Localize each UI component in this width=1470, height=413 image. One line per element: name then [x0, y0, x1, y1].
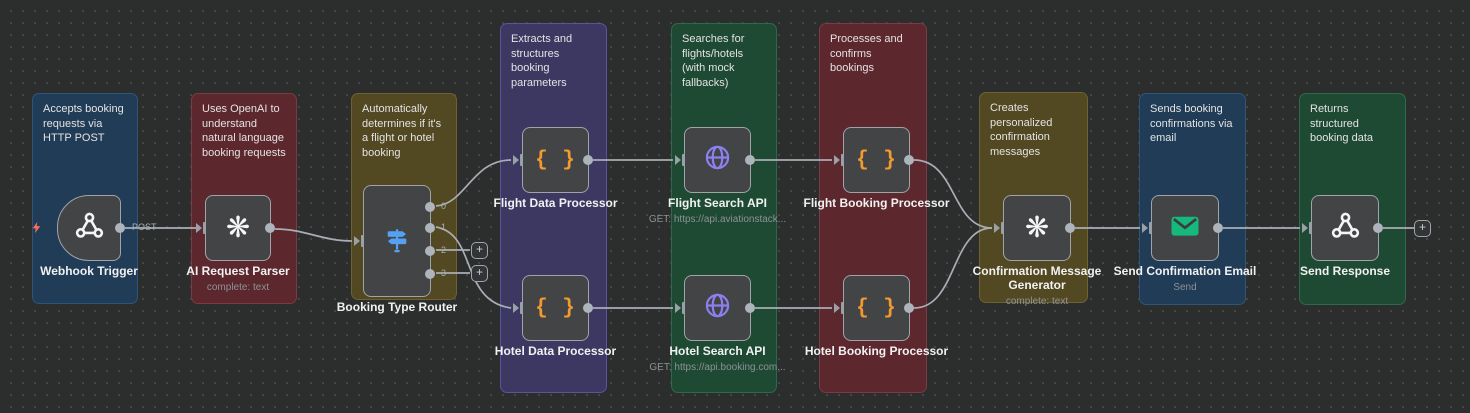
node-confirmation-message-generator[interactable]: ❋ Confirmation Message Generator complet…	[973, 195, 1101, 307]
node-flight-search-api[interactable]: Flight Search API GET: https://api.aviat…	[649, 127, 786, 225]
sticky-text: Extracts and structures booking paramete…	[511, 33, 573, 89]
output-connector[interactable]	[745, 303, 755, 313]
input-connector[interactable]	[513, 154, 523, 166]
output-connector-2[interactable]	[425, 246, 435, 256]
output-connector[interactable]	[904, 155, 914, 165]
webhook-respond-icon	[1329, 209, 1362, 247]
input-connector[interactable]	[1142, 222, 1152, 234]
node-hotel-booking-processor[interactable]: { } Hotel Booking Processor	[805, 275, 948, 358]
code-braces-icon: { }	[535, 148, 576, 172]
wire-flight-booking-to-confirmation	[913, 159, 993, 229]
add-node-button[interactable]: +	[471, 265, 488, 282]
output-connector[interactable]	[745, 155, 755, 165]
wire-parser-to-router	[274, 228, 353, 242]
code-braces-icon: { }	[856, 296, 897, 320]
input-connector[interactable]	[196, 222, 206, 234]
sticky-text: Sends booking confirmations via email	[1150, 103, 1233, 145]
node-flight-booking-processor[interactable]: { } Flight Booking Processor	[803, 127, 950, 210]
node-booking-type-router[interactable]: 0 1 2 3 Booking Type Router	[337, 185, 457, 314]
input-connector[interactable]	[354, 235, 364, 247]
sticky-text: Searches for flights/hotels (with mock f…	[682, 33, 745, 89]
output-port-label-0: 0	[441, 201, 447, 211]
output-connector[interactable]	[115, 223, 125, 233]
input-connector[interactable]	[1302, 222, 1312, 234]
input-connector[interactable]	[994, 222, 1004, 234]
code-braces-icon: { }	[856, 148, 897, 172]
wire-router1-to-hotel-data	[435, 226, 512, 309]
output-port-label-2: 2	[441, 245, 447, 255]
node-hotel-search-api[interactable]: Hotel Search API GET: https://api.bookin…	[649, 275, 786, 373]
output-connector[interactable]	[1213, 223, 1223, 233]
switch-icon	[381, 223, 413, 260]
sticky-text: Uses OpenAI to understand natural langua…	[202, 103, 286, 159]
input-connector[interactable]	[675, 154, 685, 166]
sticky-note-webhook[interactable]: Accepts booking requests via HTTP POST	[32, 93, 138, 304]
wire-hotel-booking-to-confirmation	[913, 227, 993, 309]
output-connector[interactable]	[904, 303, 914, 313]
output-port-label: POST	[132, 222, 157, 232]
wire-router0-to-flight-data	[435, 159, 512, 207]
openai-icon: ❋	[1024, 211, 1050, 244]
node-flight-data-processor[interactable]: { } Flight Data Processor	[493, 127, 618, 210]
globe-icon	[702, 142, 733, 178]
input-connector[interactable]	[513, 302, 523, 314]
output-connector-0[interactable]	[425, 202, 435, 212]
node-webhook-trigger[interactable]: Webhook Trigger	[40, 195, 138, 278]
add-node-button[interactable]: +	[471, 242, 488, 259]
sticky-text: Processes and confirms bookings	[830, 33, 903, 75]
output-connector[interactable]	[1065, 223, 1075, 233]
output-port-label-3: 3	[441, 268, 447, 278]
email-icon	[1167, 208, 1203, 249]
output-connector-1[interactable]	[425, 223, 435, 233]
sticky-text: Returns structured booking data	[1310, 103, 1373, 145]
input-connector[interactable]	[834, 302, 844, 314]
add-node-button[interactable]: +	[1414, 220, 1431, 237]
webhook-icon	[73, 209, 106, 247]
sticky-text: Accepts booking requests via HTTP POST	[43, 103, 124, 145]
code-braces-icon: { }	[535, 296, 576, 320]
output-connector[interactable]	[265, 223, 275, 233]
trigger-bolt-icon	[30, 220, 43, 240]
output-connector[interactable]	[1373, 223, 1383, 233]
node-send-response[interactable]: Send Response	[1300, 195, 1390, 278]
node-ai-request-parser[interactable]: ❋ AI Request Parser complete: text	[186, 195, 290, 293]
output-connector-3[interactable]	[425, 269, 435, 279]
input-connector[interactable]	[675, 302, 685, 314]
node-send-confirmation-email[interactable]: Send Confirmation Email Send	[1114, 195, 1256, 293]
output-port-label-1: 1	[441, 222, 447, 232]
sticky-text: Automatically determines if it's a fligh…	[362, 103, 442, 159]
input-connector[interactable]	[834, 154, 844, 166]
sticky-text: Creates personalized confirmation messag…	[990, 102, 1053, 158]
output-connector[interactable]	[583, 303, 593, 313]
node-hotel-data-processor[interactable]: { } Hotel Data Processor	[495, 275, 616, 358]
openai-icon: ❋	[225, 211, 251, 244]
globe-icon	[702, 290, 733, 326]
output-connector[interactable]	[583, 155, 593, 165]
